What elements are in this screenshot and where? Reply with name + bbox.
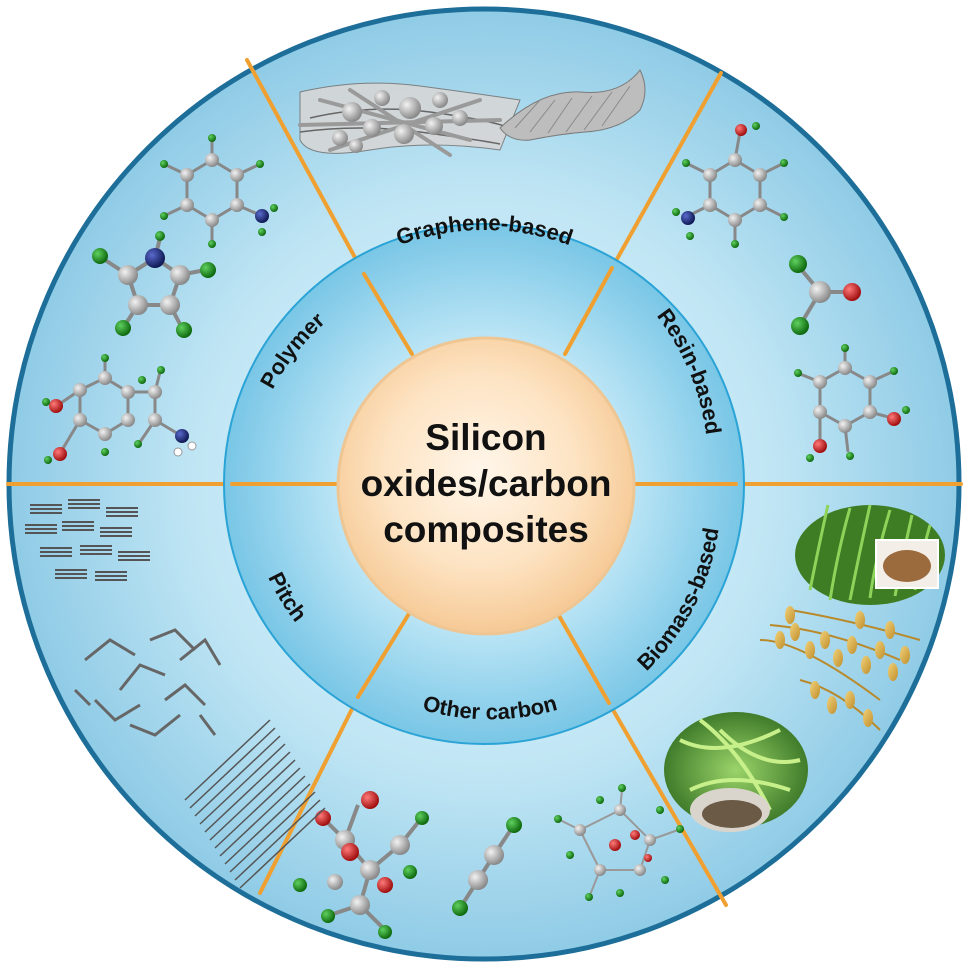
biomass-images xyxy=(664,504,945,832)
rice-stalks xyxy=(759,606,921,731)
divider-line xyxy=(610,71,723,270)
divider-line xyxy=(362,272,414,356)
other-molecule-1 xyxy=(293,791,429,939)
other-carbon-molecules xyxy=(293,784,684,939)
polymer-molecule-2 xyxy=(92,231,216,338)
resin-molecule-3 xyxy=(794,344,910,462)
resin-molecules xyxy=(672,122,910,462)
divider-line xyxy=(563,266,614,356)
divider-line xyxy=(607,701,728,907)
pitch-stacked-layers xyxy=(25,499,150,581)
resin-molecule-2 xyxy=(789,255,861,335)
middle-dividers xyxy=(230,266,738,705)
grass-photo xyxy=(795,504,945,605)
graphene-sheets-with-spheres xyxy=(298,82,521,157)
pitch-images xyxy=(25,499,326,889)
polymer-molecules xyxy=(42,134,278,464)
polymer-molecule-3 xyxy=(42,354,197,464)
bamboo-photo xyxy=(664,712,808,832)
pitch-bent-tubes xyxy=(73,628,222,737)
center-title-line-2: oxides/carbon xyxy=(361,463,612,504)
other-molecule-3 xyxy=(554,784,684,901)
pitch-aligned-fibers xyxy=(184,719,326,889)
graphene-image xyxy=(298,69,646,157)
center-title-line-3: composites xyxy=(383,509,589,550)
other-molecule-2 xyxy=(452,817,522,916)
divider-line xyxy=(258,695,360,895)
center-core xyxy=(336,336,636,636)
divider-line xyxy=(356,610,412,699)
center-title-line-1: Silicon xyxy=(425,417,546,458)
outer-dividers xyxy=(6,58,963,907)
polymer-molecule-1 xyxy=(160,134,278,248)
graphene-ribbon xyxy=(499,69,646,141)
resin-molecule-1 xyxy=(672,122,788,248)
divider-line xyxy=(245,58,366,276)
divider-line xyxy=(556,612,611,705)
